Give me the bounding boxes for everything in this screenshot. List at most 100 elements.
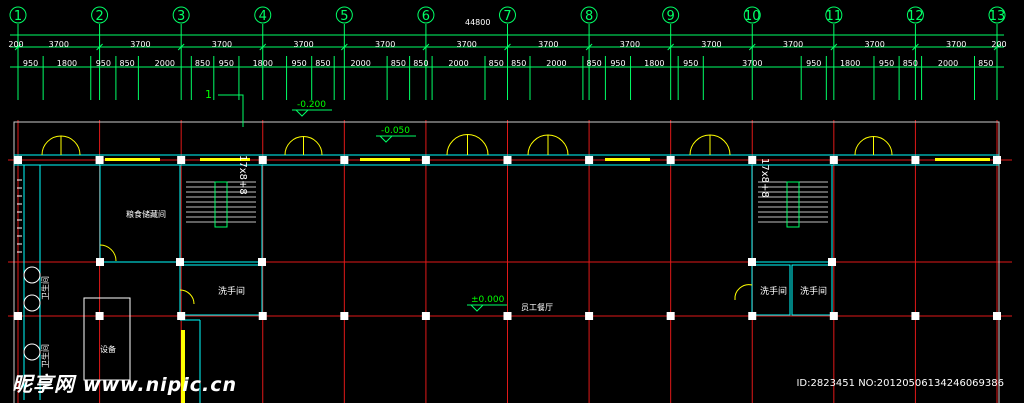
stairs — [17, 179, 828, 253]
bay-dimension-text: 200 — [991, 40, 1006, 49]
window — [200, 158, 250, 161]
column — [340, 312, 349, 320]
column — [585, 156, 594, 164]
column — [421, 312, 430, 320]
corridor-door — [181, 330, 185, 403]
grid-bubble-label: 9 — [667, 9, 675, 24]
window — [935, 158, 990, 161]
column — [911, 156, 920, 164]
column — [993, 156, 1001, 164]
door-arc — [179, 289, 195, 305]
door-arc — [709, 134, 731, 156]
detail-dimension-text: 950 — [23, 59, 38, 68]
bay-dimension-text: 3700 — [49, 40, 69, 49]
window — [105, 158, 160, 161]
grid-bubble — [580, 6, 598, 24]
door-arc — [41, 135, 62, 156]
door-arc — [446, 133, 468, 156]
bay-dimension-text: 3700 — [375, 40, 395, 49]
stair-right-wall — [751, 164, 833, 263]
column — [503, 312, 512, 320]
fixture-circle — [23, 266, 41, 284]
room-left-side-label-a: 卫生间 — [40, 276, 50, 300]
elevation-floor: ±0.000 — [471, 295, 505, 305]
window — [360, 158, 410, 161]
column — [95, 156, 104, 164]
elevation-triangle — [469, 304, 485, 312]
grid-bubble — [743, 6, 761, 24]
room-storage-label: 粮食储藏间 — [126, 209, 166, 219]
column — [748, 312, 757, 320]
detail-dimension-text: 850 — [195, 59, 210, 68]
column — [96, 258, 104, 266]
grid-bubble — [988, 6, 1006, 24]
door-arc — [467, 134, 489, 156]
detail-dimension-text: 1800 — [644, 59, 664, 68]
detail-dimension-text: 2000 — [546, 59, 566, 68]
bay-dimension-text: 3700 — [212, 40, 232, 49]
dimension-tick — [912, 43, 919, 51]
grid-bubble-label: 10 — [744, 9, 761, 24]
door-arc — [689, 134, 711, 156]
column — [585, 312, 594, 320]
fixture-circle — [23, 343, 41, 361]
door-arc — [734, 284, 753, 301]
window — [605, 158, 650, 161]
dimension-tick — [830, 43, 838, 51]
door-arc — [60, 135, 81, 156]
room-left-side-label-b: 卫生间 — [40, 344, 50, 368]
grid-bubble-label: 7 — [503, 9, 511, 24]
building-outline — [13, 121, 1000, 403]
equipment-box — [83, 297, 131, 381]
column — [258, 156, 267, 164]
detail-dimension-text: 850 — [511, 59, 526, 68]
door-arc — [284, 135, 304, 156]
detail-dimension-text: 3700 — [742, 59, 762, 68]
grid-bubble — [335, 6, 353, 24]
leader-line — [218, 94, 244, 127]
detail-dimension-text: 850 — [903, 59, 918, 68]
detail-dimension-text: 950 — [96, 59, 111, 68]
column — [258, 312, 267, 320]
detail-dimension-text: 850 — [587, 59, 602, 68]
column — [829, 156, 838, 164]
column — [177, 156, 186, 164]
elevation-top-left: -0.200 — [297, 100, 326, 110]
bay-dimension-text: 3700 — [457, 40, 477, 49]
grid-bubble — [254, 6, 272, 24]
bay-dimension-text: 3700 — [864, 40, 884, 49]
grid-bubble-label: 8 — [585, 9, 593, 24]
column — [14, 156, 22, 164]
bay-dimension-text: 3700 — [701, 40, 721, 49]
grid-bubble — [906, 6, 924, 24]
column — [503, 156, 512, 164]
grid-bubble — [172, 6, 190, 24]
walls — [13, 121, 1000, 403]
dimension-tick — [340, 43, 348, 51]
room-staff-dining-label: 员工餐厅 — [521, 303, 553, 312]
dimension-tick — [422, 43, 430, 51]
door-arc — [303, 136, 323, 156]
elevation-triangle — [378, 135, 394, 143]
dimension-tick — [585, 43, 593, 51]
detail-dimension-text: 850 — [413, 59, 428, 68]
grid-bubble — [662, 6, 680, 24]
elevation-top-mid: -0.050 — [381, 126, 410, 136]
room-washroom-label-3: 洗手间 — [800, 285, 827, 297]
column — [993, 312, 1001, 320]
grid-bubble — [9, 6, 27, 24]
bay-dimension-text: 200 — [8, 40, 23, 49]
room-equipment-label: 设备 — [100, 344, 116, 354]
detail-dimension-text: 2000 — [938, 59, 958, 68]
door-arc — [527, 134, 549, 156]
column — [829, 312, 838, 320]
column — [911, 312, 920, 320]
detail-dimension-text: 950 — [879, 59, 894, 68]
stair-well — [786, 181, 800, 228]
grid-bubble-label: 12 — [907, 9, 924, 24]
stair-well — [214, 181, 228, 228]
column — [828, 258, 836, 266]
column — [258, 258, 266, 266]
